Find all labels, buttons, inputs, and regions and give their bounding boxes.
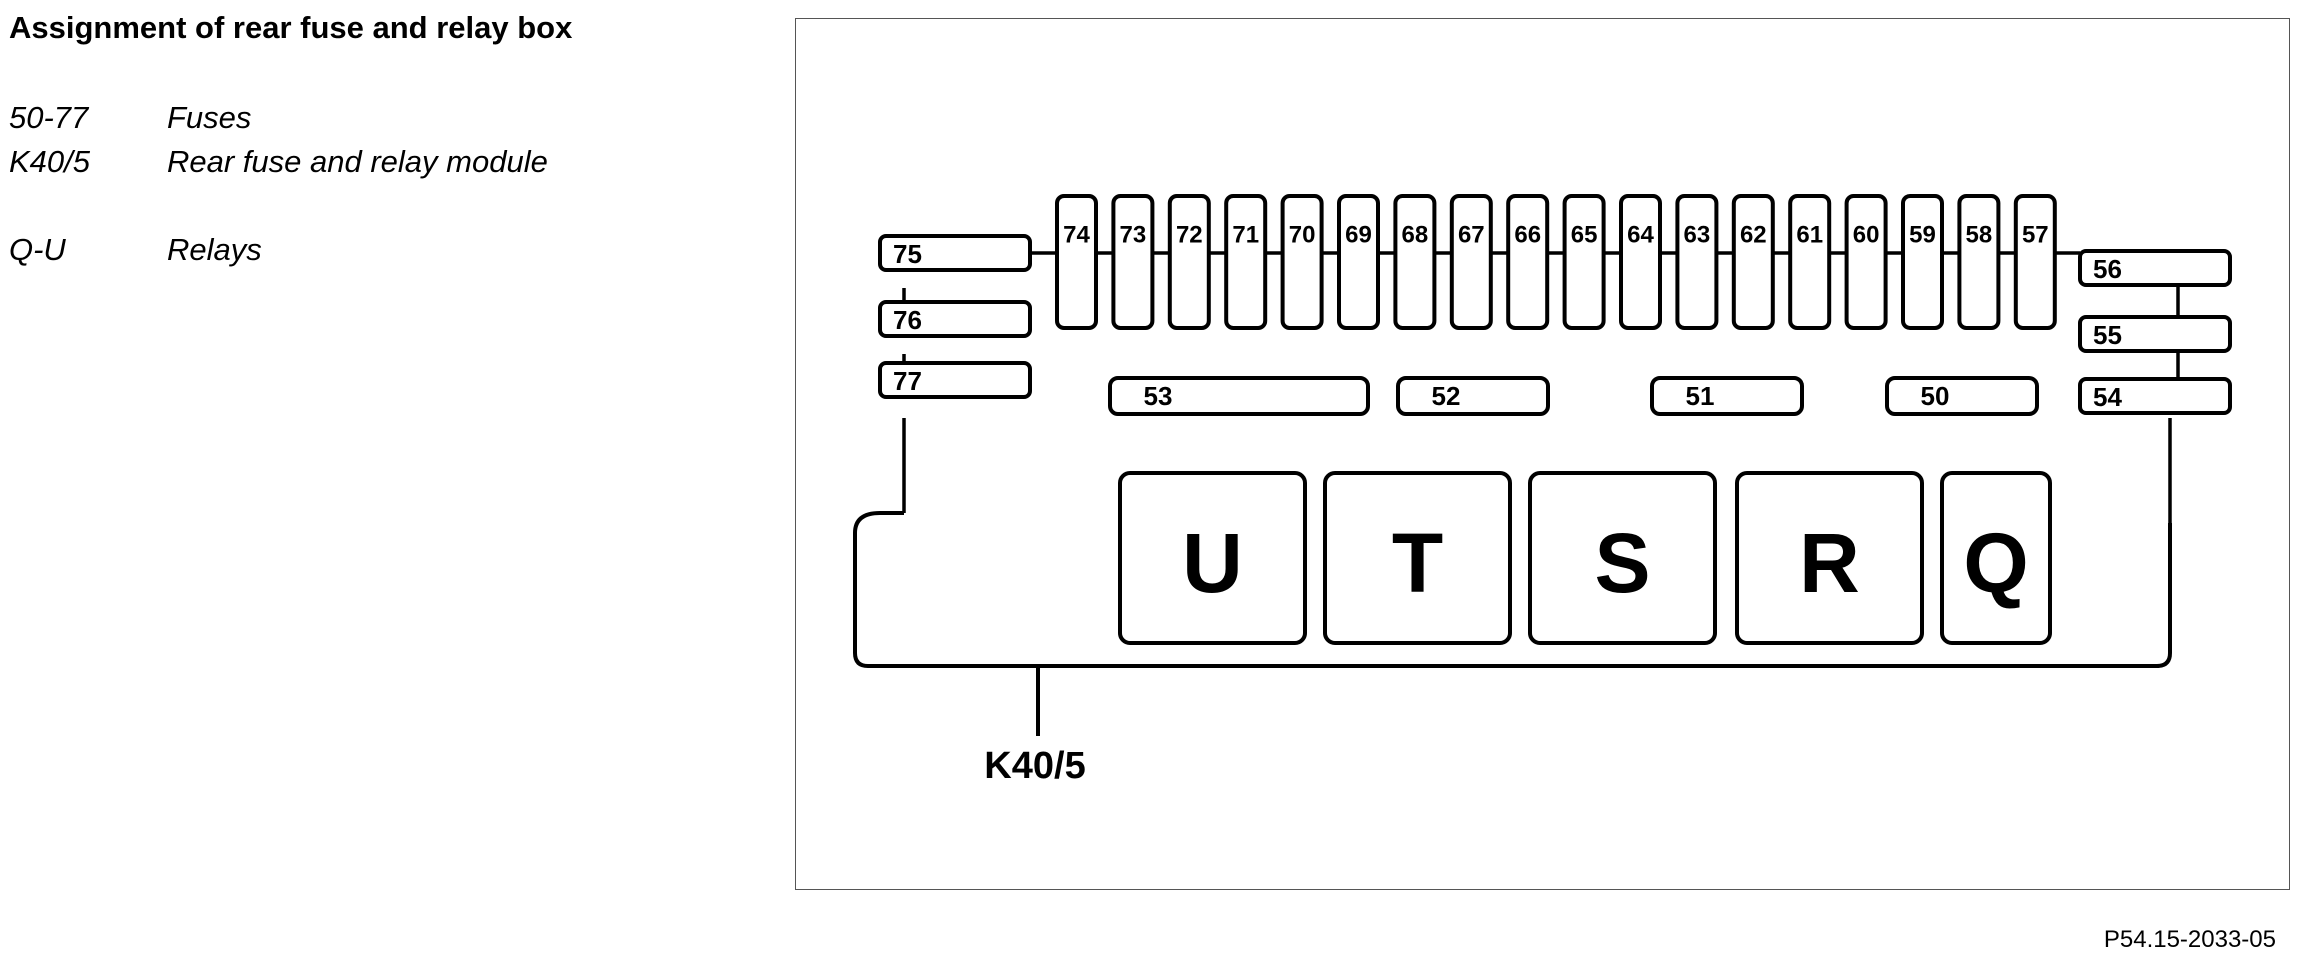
fuse-label-56: 56 <box>2093 254 2122 284</box>
fuse-58 <box>1957 194 2001 330</box>
fuse-70 <box>1280 194 1324 330</box>
relay-U <box>1118 471 1307 645</box>
module-housing <box>853 511 2172 668</box>
fuse-label-57: 57 <box>2022 222 2049 249</box>
fuse-69 <box>1337 194 1380 330</box>
relay-Q <box>1940 471 2052 645</box>
legend-code: Q-U <box>9 232 66 267</box>
legend-description: Relays <box>167 232 262 267</box>
fuse-65 <box>1562 194 1606 330</box>
fuse-label-74: 74 <box>1063 222 1090 249</box>
fuse-59 <box>1901 194 1944 330</box>
fuse-label-77: 77 <box>893 366 922 396</box>
fuse-label-61: 61 <box>1796 222 1823 249</box>
fuse-66 <box>1506 194 1550 330</box>
fuse-label-68: 68 <box>1402 222 1429 249</box>
relay-label-S: S <box>1594 516 1650 610</box>
diagram-frame <box>795 18 2290 890</box>
legend-description: Fuses <box>167 100 252 135</box>
fuse-label-76: 76 <box>893 305 922 335</box>
relay-label-R: R <box>1799 516 1860 610</box>
fuse-label-50: 50 <box>1921 381 1950 411</box>
vertical-fuse-row: 74 73 72 71 70 69 68 67 66 65 64 63 62 61 60 59 58 57 <box>1055 194 2057 330</box>
fuse-label-58: 58 <box>1966 222 1993 249</box>
relay-label-Q: Q <box>1963 516 2028 610</box>
fuse-label-65: 65 <box>1571 222 1598 249</box>
fuse-label-64: 64 <box>1627 222 1654 249</box>
fuse-52 <box>1396 376 1550 416</box>
fuse-label-60: 60 <box>1853 222 1880 249</box>
fuse-label-54: 54 <box>2093 382 2122 412</box>
figure-id: P54.15-2033-05 <box>2103 926 2276 953</box>
fuse-label-75: 75 <box>893 239 922 269</box>
fuse-51 <box>1650 376 1804 416</box>
fuse-label-70: 70 <box>1289 222 1316 249</box>
fuse-label-67: 67 <box>1458 222 1485 249</box>
fuse-label-69: 69 <box>1345 222 1372 249</box>
legend-code: 50-77 <box>9 100 89 135</box>
fuse-61 <box>1788 194 1832 330</box>
fuse-label-73: 73 <box>1120 222 1147 249</box>
fuse-74 <box>1055 194 1098 330</box>
fuse-68 <box>1393 194 1437 330</box>
module-callout: K40/5 <box>984 666 1086 787</box>
fuse-53 <box>1108 376 1370 416</box>
fuse-73 <box>1111 194 1155 330</box>
relay-label-U: U <box>1182 516 1243 610</box>
fuse-label-63: 63 <box>1684 222 1711 249</box>
fuse-77 <box>878 361 1032 399</box>
fuse-label-66: 66 <box>1514 222 1541 249</box>
fuse-76 <box>878 300 1032 338</box>
fuse-label-72: 72 <box>1176 222 1203 249</box>
fuse-75 <box>878 234 1032 272</box>
legend-code: K40/5 <box>9 144 91 179</box>
fuse-50 <box>1885 376 2039 416</box>
fuse-71 <box>1224 194 1268 330</box>
fuse-60 <box>1844 194 1888 330</box>
relay-S <box>1528 471 1717 645</box>
side-fuses: 75 76 77 56 55 54 <box>878 234 2232 415</box>
fuse-64 <box>1619 194 1662 330</box>
page-title: Assignment of rear fuse and relay box <box>9 10 573 45</box>
module-label: K40/5 <box>984 745 1085 787</box>
relay-label-T: T <box>1392 516 1443 610</box>
fuse-label-55: 55 <box>2093 320 2122 350</box>
fuse-label-52: 52 <box>1432 381 1461 411</box>
housing-outline <box>853 511 2172 668</box>
fuse-67 <box>1449 194 1493 330</box>
fuse-label-51: 51 <box>1686 381 1715 411</box>
relay-R <box>1735 471 1924 645</box>
fuse-label-71: 71 <box>1232 222 1259 249</box>
fuse-label-59: 59 <box>1909 222 1936 249</box>
fuse-55 <box>2078 315 2232 353</box>
fuse-label-53: 53 <box>1144 381 1173 411</box>
legend-description: Rear fuse and relay module <box>167 144 548 179</box>
fuse-72 <box>1167 194 1211 330</box>
fuse-56 <box>2078 249 2232 287</box>
fuse-63 <box>1675 194 1719 330</box>
middle-fuse-row: 53 52 51 50 <box>1108 376 2039 416</box>
relay-T <box>1323 471 1512 645</box>
fuse-62 <box>1731 194 1775 330</box>
fuse-label-62: 62 <box>1740 222 1767 249</box>
fuse-54 <box>2078 377 2232 415</box>
fuse-57 <box>2013 194 2057 330</box>
